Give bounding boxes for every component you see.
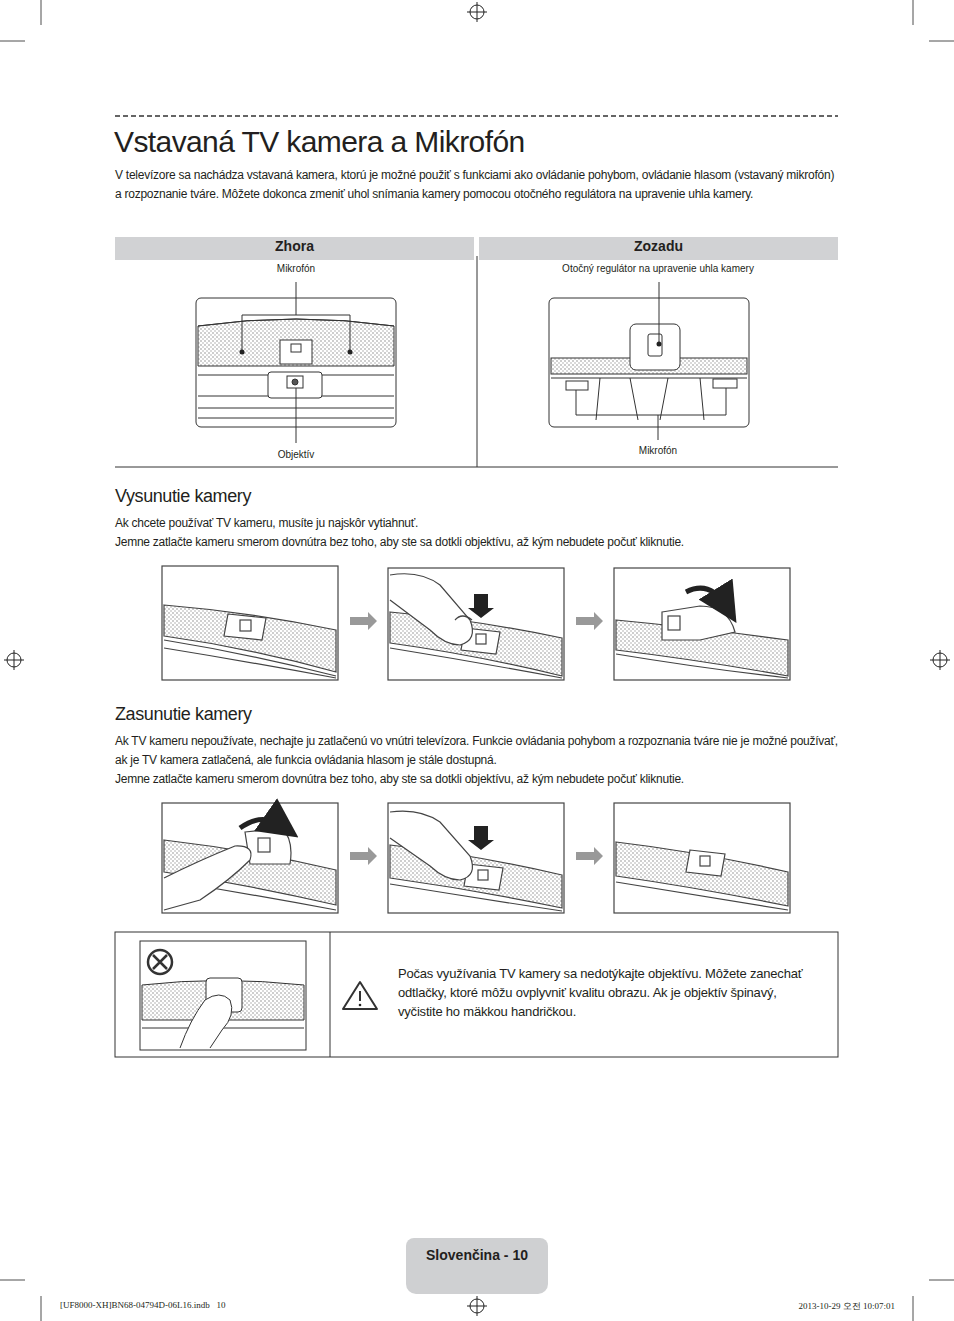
header-band: Zhora <box>115 237 474 260</box>
part-label: Mikrofón <box>608 445 708 457</box>
print-info: 2013-10-29 오전 10:07:01 <box>760 1300 895 1313</box>
section-heading: Vysunutie kamery <box>115 485 251 507</box>
node-text: Zhora <box>115 237 474 256</box>
print-info: [UF8000-XH]BN68-04794D-06L16.indb 10 <box>60 1300 226 1310</box>
part-label: Objektív <box>246 449 346 461</box>
header-band: Zozadu <box>479 237 838 260</box>
body-text: Ak chcete používať TV kameru, musíte ju … <box>115 514 840 533</box>
part-label: Mikrofón <box>246 263 346 275</box>
node-text: Slovenčina - 10 <box>406 1238 548 1264</box>
node-text: Zozadu <box>479 237 838 256</box>
page-number-tab: Slovenčina - 10 <box>406 1238 548 1294</box>
body-text: Jemne zatlačte kameru smerom dovnútra be… <box>115 533 840 552</box>
part-label: Otočný regulátor na upravenie uhla kamer… <box>518 263 798 275</box>
body-text: Ak TV kameru nepoužívate, nechajte ju za… <box>115 732 840 770</box>
section-heading: Zasunutie kamery <box>115 703 252 725</box>
body-text: Jemne zatlačte kameru smerom dovnútra be… <box>115 770 840 789</box>
page-title: Vstavaná TV kamera a Mikrofón <box>114 124 525 160</box>
node-text: Počas využívania TV kamery sa nedotýkajt… <box>398 964 823 1021</box>
intro-text: V televízore sa nachádza vstavaná kamera… <box>115 166 840 204</box>
warning-text-cell: Počas využívania TV kamery sa nedotýkajt… <box>398 964 823 1021</box>
